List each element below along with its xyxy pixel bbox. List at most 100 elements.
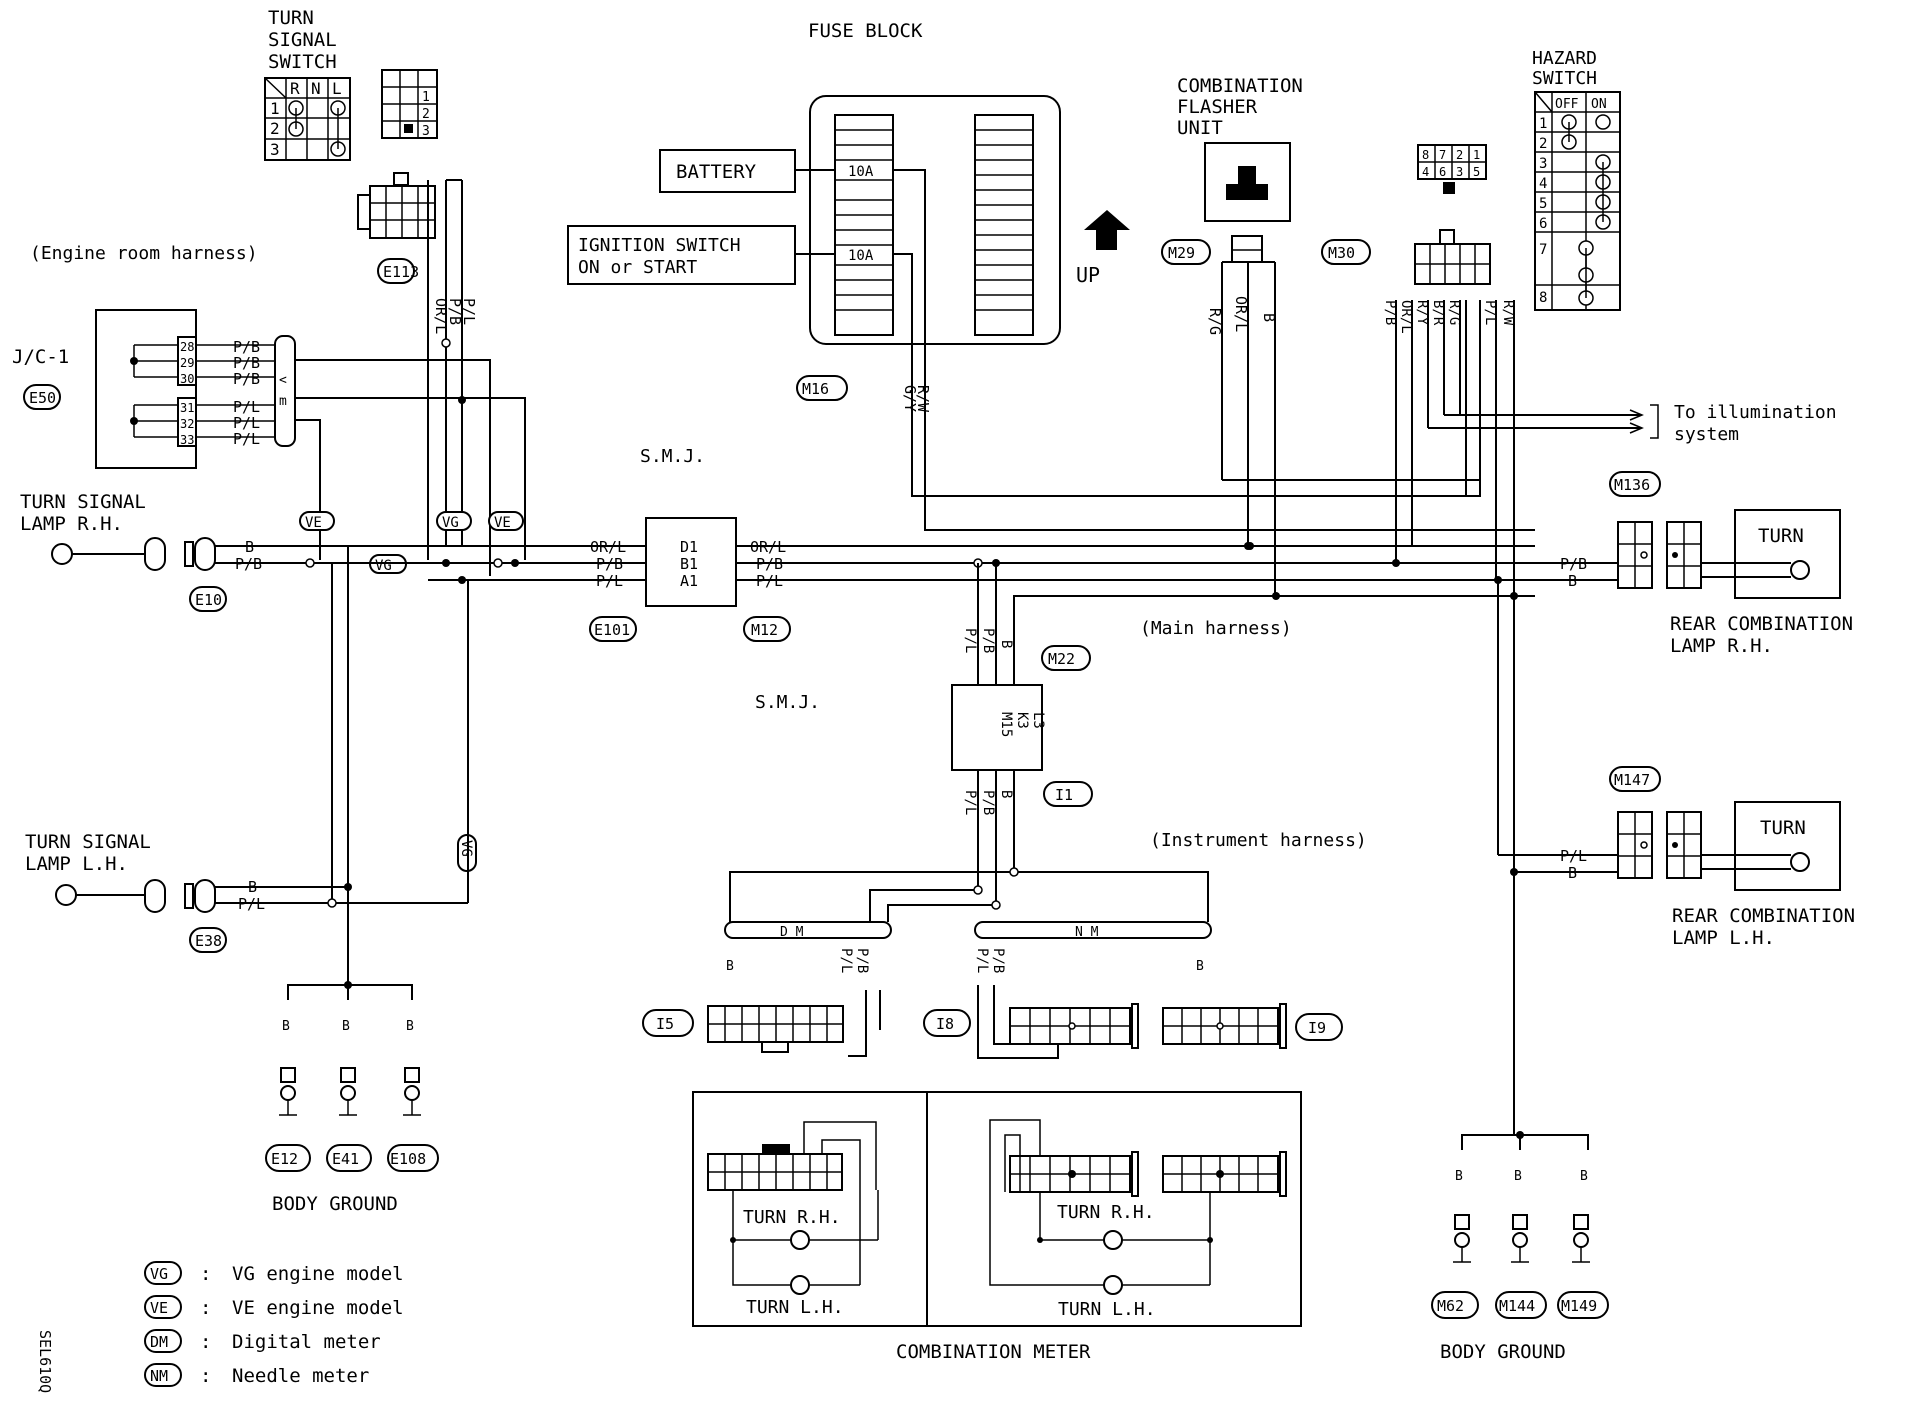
connector-e108: E108 [390, 1150, 426, 1168]
meter-connectors: I5 I8 I9 [642, 1003, 1343, 1053]
ignition-switch-box [567, 225, 796, 285]
svg-text:D M: D M [780, 925, 804, 940]
svg-text:3: 3 [1539, 156, 1547, 172]
vg-tag-3: VG [458, 840, 474, 857]
joint-connector-jc1: J/C-1 E50 28 29 30 31 32 33 P/B P/B P/B … [12, 309, 296, 469]
fuse-block: FUSE BLOCK 10A 10A UP M16 [796, 20, 1130, 401]
svg-text:B: B [282, 1019, 290, 1034]
svg-text::: : [200, 1365, 211, 1387]
smj-mid-label: S.M.J. [755, 692, 820, 713]
svg-text:R/W: R/W [1500, 300, 1516, 326]
connector-e12: E12 [271, 1150, 298, 1168]
connector-e10: E10 [195, 591, 222, 609]
combination-meter-title: COMBINATION METER [896, 1341, 1091, 1363]
svg-text:A1: A1 [680, 572, 698, 590]
svg-text:m: m [279, 394, 287, 409]
svg-text:IGNITION SWITCH: IGNITION SWITCH [578, 235, 741, 256]
svg-text:P/L: P/L [1482, 300, 1498, 325]
svg-text:P/B: P/B [980, 628, 996, 653]
svg-text:31: 31 [180, 401, 194, 415]
svg-text:REAR COMBINATION: REAR COMBINATION [1670, 613, 1853, 635]
svg-text:D1: D1 [680, 538, 698, 556]
svg-text:OR/L: OR/L [590, 538, 626, 556]
svg-text:Needle meter: Needle meter [232, 1365, 369, 1387]
fuse-10a-1: 10A [848, 164, 874, 180]
connector-e41: E41 [332, 1150, 359, 1168]
svg-text:2: 2 [422, 107, 430, 122]
jc1-label: J/C-1 [12, 346, 69, 368]
engine-room-harness-label: (Engine room harness) [30, 243, 258, 264]
svg-text:BODY GROUND: BODY GROUND [1440, 1341, 1566, 1363]
svg-text:ON: ON [1591, 97, 1607, 112]
connector-m147: M147 [1614, 771, 1650, 789]
svg-text:P/B: P/B [233, 370, 260, 388]
connector-m62: M62 [1437, 1297, 1464, 1315]
connector-m149: M149 [1561, 1297, 1597, 1315]
svg-text:P/L: P/L [233, 398, 260, 416]
svg-text:P/L: P/L [756, 572, 783, 590]
svg-text:P/L: P/L [962, 628, 978, 653]
svg-text:P/B: P/B [233, 354, 260, 372]
svg-text:B: B [248, 878, 257, 896]
svg-text:LAMP L.H.: LAMP L.H. [25, 853, 128, 875]
figure-code: SEL610Q [36, 1330, 54, 1393]
svg-text:P/B: P/B [596, 555, 623, 573]
svg-text:NM: NM [150, 1367, 168, 1385]
svg-text::: : [200, 1263, 211, 1285]
svg-text:29: 29 [180, 356, 194, 370]
connector-m30: M30 [1328, 244, 1355, 262]
svg-text:K3: K3 [1014, 712, 1030, 729]
svg-text:1: 1 [1473, 148, 1480, 162]
switch-col-l: L [332, 79, 342, 98]
svg-text:L3: L3 [1030, 712, 1046, 729]
svg-text:B/R: B/R [1430, 300, 1446, 326]
svg-text:HAZARD: HAZARD [1532, 48, 1597, 69]
svg-text:P/B: P/B [854, 948, 870, 973]
ve-tag-2: VE [494, 515, 511, 531]
svg-text:TURN SIGNAL: TURN SIGNAL [25, 831, 151, 853]
svg-text:5: 5 [1473, 165, 1480, 179]
switch-col-r: R [290, 79, 300, 98]
svg-text:6: 6 [1539, 216, 1547, 232]
svg-text:OR/L: OR/L [432, 298, 450, 334]
battery-label: BATTERY [676, 161, 757, 183]
connector-m12: M12 [751, 621, 778, 639]
svg-text:B: B [342, 1019, 350, 1034]
svg-text:P/L: P/L [962, 790, 978, 815]
svg-text:B: B [245, 538, 254, 556]
svg-text:TURN: TURN [1758, 525, 1804, 547]
svg-text:6: 6 [1439, 165, 1446, 179]
svg-text:TURN L.H.: TURN L.H. [746, 1297, 844, 1318]
svg-text:N M: N M [1075, 925, 1099, 940]
svg-text:LAMP R.H.: LAMP R.H. [1670, 635, 1773, 657]
svg-text:OFF: OFF [1555, 97, 1579, 112]
turn-switch-title-2: SIGNAL [268, 29, 337, 51]
connector-m22: M22 [1048, 650, 1075, 668]
svg-text:DM: DM [150, 1333, 168, 1351]
svg-text:B: B [726, 959, 734, 974]
smj-block [645, 517, 737, 607]
svg-text:To illumination: To illumination [1674, 402, 1837, 423]
switch-connector-face: 1 2 3 [381, 69, 438, 139]
svg-text:1: 1 [422, 90, 430, 105]
switch-row-1: 1 [270, 99, 280, 118]
instrument-harness-label: (Instrument harness) [1150, 830, 1367, 851]
svg-text:4: 4 [1539, 176, 1547, 192]
connector-m29: M29 [1168, 244, 1195, 262]
svg-text:R/G: R/G [1206, 308, 1224, 335]
svg-text:8: 8 [1539, 290, 1547, 306]
svg-text:8: 8 [1422, 148, 1429, 162]
connector-e38: E38 [195, 932, 222, 950]
combination-flasher-unit: COMBINATION FLASHER UNIT M29 R/G OR/L B [1161, 75, 1480, 596]
svg-text:28: 28 [180, 340, 194, 354]
svg-text:B: B [406, 1019, 414, 1034]
connector-m144: M144 [1499, 1297, 1535, 1315]
svg-text:7: 7 [1539, 242, 1547, 258]
turn-switch-title-3: SWITCH [268, 51, 337, 73]
svg-text:OR/L: OR/L [750, 538, 786, 556]
main-harness-label: (Main harness) [1140, 618, 1292, 639]
e113-connector: E113 [357, 172, 436, 284]
svg-text:2: 2 [1456, 148, 1463, 162]
svg-text:5: 5 [1539, 196, 1547, 212]
svg-text:33: 33 [180, 433, 194, 447]
